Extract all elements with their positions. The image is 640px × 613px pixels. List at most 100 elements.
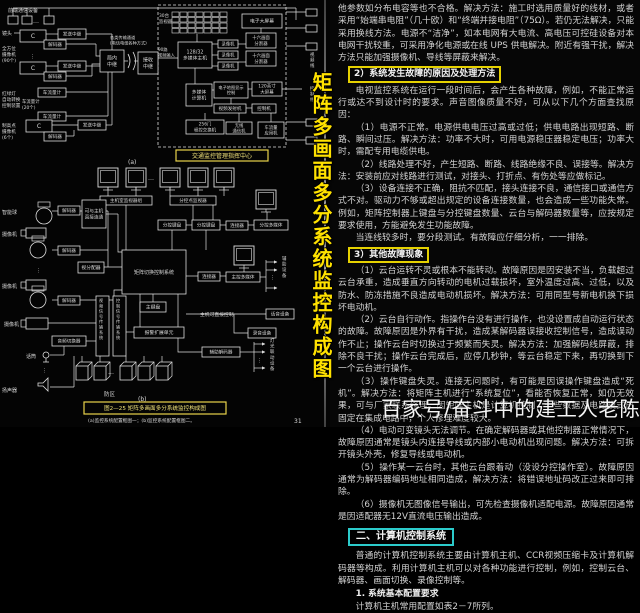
monitor-wall-cell bbox=[195, 11, 204, 17]
camera-icon bbox=[25, 227, 47, 239]
zone-cube bbox=[119, 365, 133, 381]
monitor-screen bbox=[236, 248, 252, 261]
diagram-label: 镜头 bbox=[2, 30, 12, 37]
diagram-box bbox=[217, 50, 239, 60]
paragraph: 他参数如分布电容等也不合格。解决方法：施工时选用质量好的线材，或者采用“始端串电… bbox=[338, 4, 634, 64]
diagram-label: 视频输入 bbox=[158, 52, 176, 59]
paragraph: 当连线较多时，要分段测试。有故障应仔细分析，一一排除。 bbox=[355, 233, 594, 244]
zone-cube bbox=[75, 365, 89, 381]
diagram-box bbox=[247, 327, 277, 339]
zone-cube-edge bbox=[131, 361, 137, 367]
diagram-box bbox=[225, 121, 253, 135]
diagram-box bbox=[99, 49, 125, 73]
diagram-label-vertical: 视频线 bbox=[310, 51, 315, 69]
paragraph: （3）设备连接不正确，阻抗不匹配，接头连接不良，通信接口或通信方式不对。驱动力不… bbox=[338, 184, 634, 232]
diagram-box-label: C bbox=[37, 123, 41, 130]
diagram-box-label: 计算机 bbox=[192, 95, 207, 102]
monitor-wall-cell bbox=[219, 28, 228, 34]
diagram-label: (90个) bbox=[2, 58, 16, 64]
diagram-label: 车流量计 bbox=[22, 98, 40, 105]
diagram-box-label: 录像机 bbox=[222, 52, 236, 59]
diagram-box-label: 电子大屏幕 bbox=[250, 18, 274, 25]
diagram-label: 话筒 bbox=[26, 353, 36, 360]
diagram-box bbox=[225, 271, 261, 283]
zone-cube-edge bbox=[149, 361, 155, 367]
diagram-box bbox=[305, 136, 318, 145]
diagram-label: 主机可直接控制 bbox=[200, 311, 234, 318]
diagram-box-label: 视频发射机 bbox=[219, 105, 242, 112]
diagram-box bbox=[241, 13, 283, 29]
paragraph: （3）操作键盘失灵。连接无问题时，有可能是因误操作键盘造成“死机”。解决方法：将… bbox=[338, 376, 634, 424]
diagram-box-label: 分控键盘 bbox=[197, 222, 216, 229]
diagram-box-label: 解码器 bbox=[48, 133, 62, 140]
diagram-box bbox=[225, 220, 249, 231]
connector-line bbox=[233, 314, 248, 334]
diagram-label: ⋮ bbox=[30, 54, 35, 60]
pan-tilt-mount bbox=[31, 285, 45, 292]
diagram-box bbox=[137, 51, 159, 75]
dome-camera-icon bbox=[29, 291, 47, 309]
paragraph: 电视监控系统在运行一段时间后，会产生各种故障，例如，不能正常运行或达不到设计时的… bbox=[338, 85, 634, 121]
diagram-box bbox=[257, 121, 285, 139]
diagram-box bbox=[57, 295, 81, 306]
diagram-label: 红绿灯 bbox=[2, 90, 16, 97]
diagram-label: 智能球 bbox=[2, 209, 17, 216]
diagram-box bbox=[133, 326, 185, 339]
diagram-box-label: 解码器 bbox=[62, 207, 76, 214]
diagram-box bbox=[305, 42, 318, 51]
monitor-wall-cell bbox=[211, 17, 220, 23]
diagram-box bbox=[19, 61, 47, 75]
diagram-box-label: 电子地图显示 bbox=[218, 84, 243, 91]
monitor-wall-cell bbox=[211, 11, 220, 17]
diagram-box-label: 视分配器 bbox=[81, 264, 100, 271]
diagram-box bbox=[77, 119, 107, 131]
diagram-label: (20个) bbox=[22, 105, 36, 111]
diagram-label: 摄像机 bbox=[2, 51, 16, 58]
zone-cube bbox=[93, 365, 107, 381]
monitor-icon bbox=[125, 167, 147, 188]
diagram-box-label: 解码器 bbox=[48, 73, 62, 80]
diagram-box bbox=[81, 199, 107, 229]
diagram-box bbox=[245, 50, 277, 67]
diagram-box bbox=[177, 41, 213, 69]
diagram-box-label: 发送中继 bbox=[63, 31, 82, 38]
monitor-wall-cell bbox=[187, 17, 196, 23]
monitor-screen bbox=[216, 170, 232, 183]
diagram-box-label: 分割器 bbox=[254, 40, 268, 47]
diagram-box-label: 程控交换机 bbox=[194, 126, 217, 133]
system-diagram: C解码器发送中继C解码器发送中继车流量计车流量计C解码器发送中继局内中继接收中继… bbox=[2, 4, 318, 425]
diagram-box-label: C bbox=[31, 33, 35, 40]
diagram-box bbox=[157, 219, 187, 231]
zone-cube bbox=[155, 365, 169, 381]
highlight-box-label: 图2—25 矩阵多画面多分系统监控构成图 bbox=[104, 404, 206, 412]
text-column: 他参数如分布电容等也不合格。解决方法：施工时选用质量好的线材，或者采用“始端串电… bbox=[338, 3, 634, 613]
diagram-box-label: 控制机 bbox=[257, 105, 271, 112]
diagram-box bbox=[305, 24, 318, 33]
diagram-box bbox=[37, 87, 67, 98]
highlight-box bbox=[83, 401, 227, 415]
diagram-label: ⋮ bbox=[36, 268, 41, 274]
diagram-label: (电话电缆各种方式) bbox=[110, 40, 147, 47]
monitor-wall-cell bbox=[211, 28, 220, 34]
diagram-label: 监视器 bbox=[159, 18, 173, 25]
diagram-label: … bbox=[148, 175, 154, 182]
diagram-box bbox=[185, 119, 225, 135]
paragraph: （2）云台自行动作。指操作台没有进行操作，也没设置成自动运行状态的故障。故障原因… bbox=[338, 315, 634, 375]
paragraph: （1）云台运转不灵或根本不能转动。故障原因是因安装不当，负载超过云台承重，造成垂… bbox=[338, 265, 634, 313]
diagram-box-label: 局内 bbox=[107, 55, 117, 62]
diagram-box-label: 解码器 bbox=[62, 297, 76, 304]
diagram-box-label: 大屏幕 bbox=[260, 88, 274, 95]
monitor-wall-cell bbox=[187, 22, 196, 28]
paragraph: （1）电源不正常。电源供电电压过高或过低；供电电路出现短路、断路、瞬间过压。解决… bbox=[338, 122, 634, 158]
diagram-label-vertical: 辅助设备 bbox=[282, 255, 287, 279]
diagram-box-label: 发送中继 bbox=[83, 122, 102, 129]
diagram-label-vertical: 控制信号传输系统 bbox=[116, 297, 120, 340]
diagram-label: 自动转换 bbox=[2, 96, 21, 103]
diagram-box bbox=[57, 28, 87, 40]
diagram-box-label: 无线 bbox=[235, 122, 244, 129]
diagram-box-label: 多媒体 bbox=[192, 89, 207, 96]
monitor-wall-cell bbox=[171, 17, 180, 23]
monitor-screen bbox=[190, 170, 206, 183]
zone-cube-edge bbox=[87, 361, 93, 367]
diagram-box-label: 录音设备 bbox=[253, 330, 272, 337]
